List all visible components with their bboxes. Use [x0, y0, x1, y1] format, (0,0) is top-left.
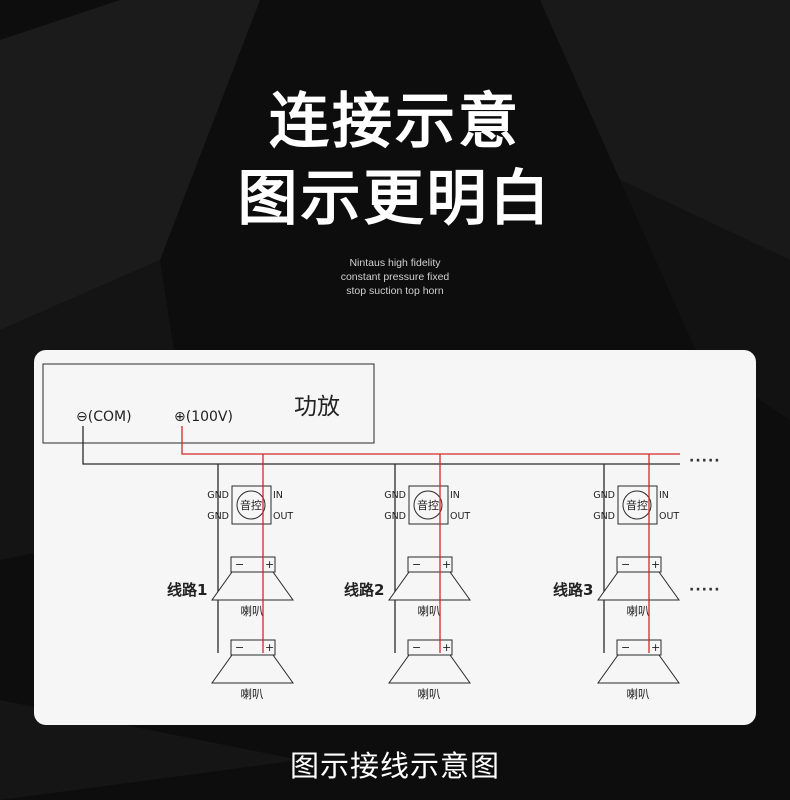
- speaker-horn-icon: [597, 571, 680, 601]
- gnd-out-label: GND: [207, 511, 229, 522]
- headline-line-2: 图示更明白: [237, 164, 553, 234]
- v100-terminal-label: ⊕(100V): [174, 409, 233, 425]
- speaker-plus-label: +: [442, 641, 451, 654]
- speaker-label: 喇叭: [241, 687, 264, 701]
- speaker-minus-label: −: [412, 641, 421, 654]
- wiring-diagram: 功放 ⊖(COM) ⊕(100V) ····· ····· 音控 GND GND IN…: [42, 363, 721, 701]
- in-label: IN: [450, 490, 460, 501]
- speaker-minus-label: −: [412, 558, 421, 571]
- volume-control-label: 音控: [626, 498, 648, 512]
- line-label: 线路1: [167, 581, 207, 599]
- in-label: IN: [273, 490, 283, 501]
- headline-line-1: 连接示意: [269, 87, 521, 157]
- volume-knob-icon: [622, 490, 652, 520]
- speaker-horn-icon: [388, 571, 471, 601]
- gnd-in-label: GND: [207, 490, 229, 501]
- speaker-label: 喇叭: [241, 604, 264, 618]
- speaker-horn-icon: [388, 654, 471, 684]
- subtitle-line-2: constant pressure fixed: [340, 271, 450, 283]
- speaker-plus-label: +: [442, 558, 451, 571]
- speaker-minus-label: −: [235, 641, 244, 654]
- speaker-plus-label: +: [651, 558, 660, 571]
- volume-control-label: 音控: [417, 498, 439, 512]
- speaker-label: 喇叭: [418, 687, 441, 701]
- volume-knob-icon: [236, 490, 266, 520]
- speaker-minus-label: −: [621, 558, 630, 571]
- gnd-in-label: GND: [384, 490, 406, 501]
- gnd-out-label: GND: [593, 511, 615, 522]
- channel-1: 音控 GND GND IN OUT 线路1 − + 喇叭 − + 喇叭: [167, 454, 294, 701]
- out-label: OUT: [450, 511, 470, 522]
- com-bus-wire: [82, 426, 680, 465]
- speaker-horn-icon: [211, 571, 294, 601]
- line-label: 线路2: [344, 581, 384, 599]
- gnd-out-label: GND: [384, 511, 406, 522]
- channel-3: 音控 GND GND IN OUT 线路3 − + 喇叭 − + 喇叭: [553, 454, 680, 701]
- gnd-in-label: GND: [593, 490, 615, 501]
- wiring-diagram-panel: 功放 ⊖(COM) ⊕(100V) ····· ····· 音控 GND GND IN…: [34, 350, 756, 725]
- speaker-minus-label: −: [621, 641, 630, 654]
- speaker-horn-icon: [597, 654, 680, 684]
- v100-bus-wire: [181, 426, 680, 455]
- speaker-minus-label: −: [235, 558, 244, 571]
- out-label: OUT: [659, 511, 679, 522]
- out-label: OUT: [273, 511, 293, 522]
- in-label: IN: [659, 490, 669, 501]
- bus-continuation-dots: ·····: [689, 453, 721, 469]
- amplifier-label: 功放: [294, 394, 340, 420]
- volume-knob-icon: [413, 490, 443, 520]
- diagram-caption: 图示接线示意图: [289, 749, 500, 783]
- line-label: 线路3: [553, 581, 593, 599]
- speaker-plus-label: +: [651, 641, 660, 654]
- volume-control-label: 音控: [240, 498, 262, 512]
- channel-2: 音控 GND GND IN OUT 线路2 − + 喇叭 − + 喇叭: [344, 454, 471, 701]
- amplifier-box: [42, 363, 375, 444]
- line-continuation-dots: ·····: [689, 582, 721, 598]
- speaker-label: 喇叭: [627, 604, 650, 618]
- speaker-label: 喇叭: [418, 604, 441, 618]
- speaker-plus-label: +: [265, 558, 274, 571]
- com-terminal-label: ⊖(COM): [76, 409, 132, 425]
- subtitle-line-3: stop suction top horn: [346, 285, 444, 297]
- subtitle-line-1: Nintaus high fidelity: [349, 257, 441, 269]
- speaker-label: 喇叭: [627, 687, 650, 701]
- speaker-plus-label: +: [265, 641, 274, 654]
- speaker-horn-icon: [211, 654, 294, 684]
